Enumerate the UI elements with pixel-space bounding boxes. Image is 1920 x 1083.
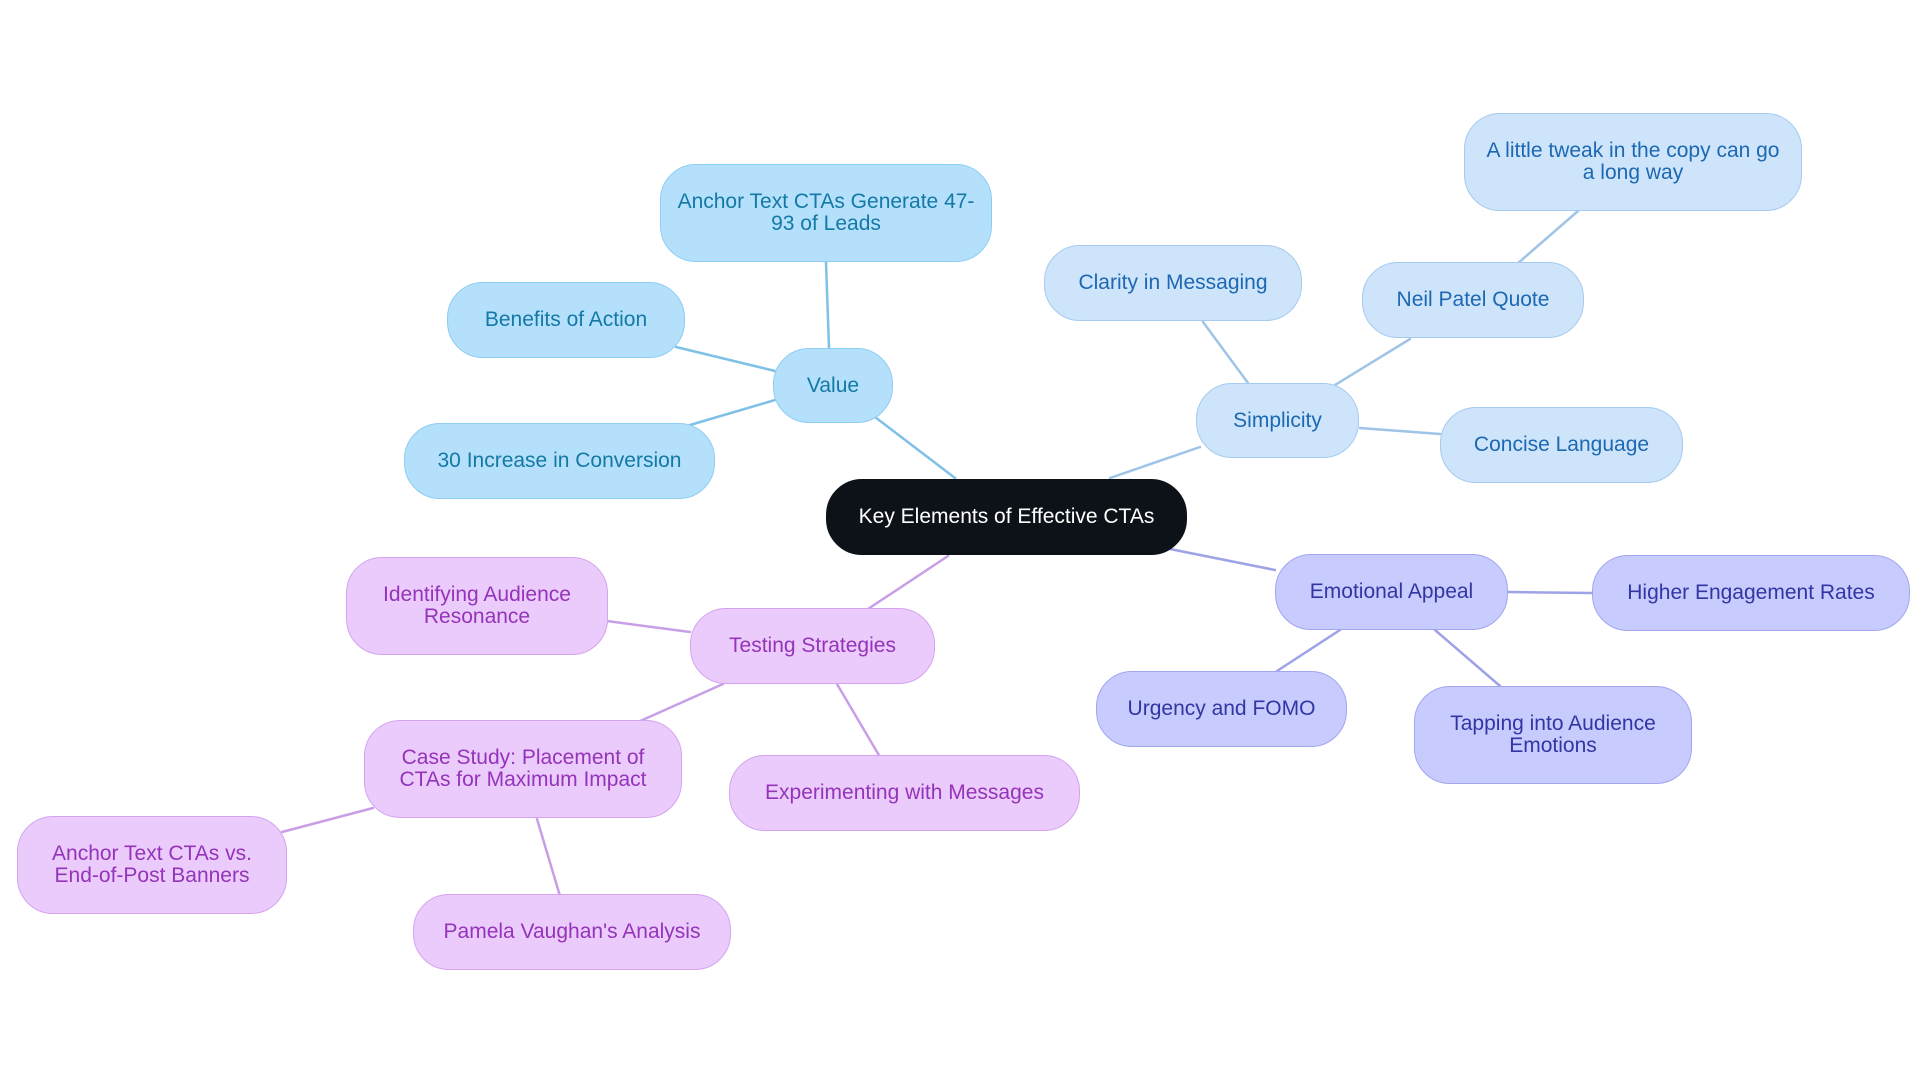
root-label: Key Elements of Effective CTAs [858,505,1155,528]
edge-neil-tweak [1515,209,1580,266]
edge-testing-case [636,682,725,724]
node-testing[interactable]: Testing Strategies [690,608,935,684]
node-testing-label: Testing Strategies [729,634,896,657]
node-case-study[interactable]: Case Study: Placement of CTAs for Maximu… [364,720,682,818]
node-benefits-label: Benefits of Action [484,308,648,331]
node-engagement[interactable]: Higher Engagement Rates [1592,555,1910,631]
node-neil[interactable]: Neil Patel Quote [1362,262,1584,338]
node-tweak[interactable]: A little tweak in the copy can go a long… [1464,113,1802,211]
edge-root-testing [866,554,950,611]
node-urgency[interactable]: Urgency and FOMO [1096,671,1347,747]
node-urgency-label: Urgency and FOMO [1127,697,1316,720]
node-value-label: Value [806,373,860,397]
node-pamela[interactable]: Pamela Vaughan's Analysis [413,894,731,970]
node-concise-label: Concise Language [1473,433,1650,456]
node-benefits[interactable]: Benefits of Action [447,282,685,358]
edge-case-pamela [535,817,562,898]
edge-case-anchor-vs [280,806,375,834]
node-emotional-label: Emotional Appeal [1309,580,1474,603]
node-value[interactable]: Value [773,348,893,423]
edge-emotional-engagement [1506,590,1594,595]
node-increase[interactable]: 30 Increase in Conversion [404,423,715,499]
edge-testing-experimenting [835,682,882,759]
node-tapping[interactable]: Tapping into Audience Emotions [1414,686,1692,784]
edge-root-value [873,415,957,480]
node-experimenting[interactable]: Experimenting with Messages [729,755,1080,831]
edge-simplicity-clarity [1201,320,1250,385]
node-clarity-label: Clarity in Messaging [1078,271,1268,294]
edge-value-anchor-leads [824,260,831,350]
node-neil-label: Neil Patel Quote [1396,288,1550,311]
node-anchor-leads-label: Anchor Text CTAs Generate 47-93 of Leads [677,190,975,235]
node-emotional[interactable]: Emotional Appeal [1275,554,1508,630]
node-simplicity[interactable]: Simplicity [1196,383,1359,458]
node-identifying[interactable]: Identifying Audience Resonance [346,557,608,655]
edge-root-simplicity [1108,445,1202,480]
edge-root-emotional [1168,547,1277,572]
node-engagement-label: Higher Engagement Rates [1627,581,1875,604]
edge-simplicity-concise [1358,426,1442,436]
node-identifying-label: Identifying Audience Resonance [383,583,571,628]
edge-value-benefits [674,345,777,373]
node-case-study-label: Case Study: Placement of CTAs for Maximu… [399,746,647,791]
edge-value-increase [688,398,777,427]
node-anchor-vs-label: Anchor Text CTAs vs. End-of-Post Banners [52,842,252,887]
node-anchor-vs[interactable]: Anchor Text CTAs vs. End-of-Post Banners [17,816,287,914]
node-increase-label: 30 Increase in Conversion [437,449,682,472]
node-clarity[interactable]: Clarity in Messaging [1044,245,1302,321]
node-tapping-label: Tapping into Audience Emotions [1450,712,1656,757]
node-experimenting-label: Experimenting with Messages [765,781,1044,804]
node-simplicity-label: Simplicity [1233,408,1322,432]
root-node[interactable]: Key Elements of Effective CTAs [826,479,1187,555]
edge-emotional-tapping [1433,628,1502,688]
node-tweak-label: A little tweak in the copy can go a long… [1486,139,1780,184]
edge-emotional-urgency [1275,628,1342,673]
node-concise[interactable]: Concise Language [1440,407,1683,483]
edge-testing-identifying [605,619,692,634]
edge-simplicity-neil [1333,337,1412,387]
node-anchor-leads[interactable]: Anchor Text CTAs Generate 47-93 of Leads [660,164,992,262]
node-pamela-label: Pamela Vaughan's Analysis [443,920,701,943]
